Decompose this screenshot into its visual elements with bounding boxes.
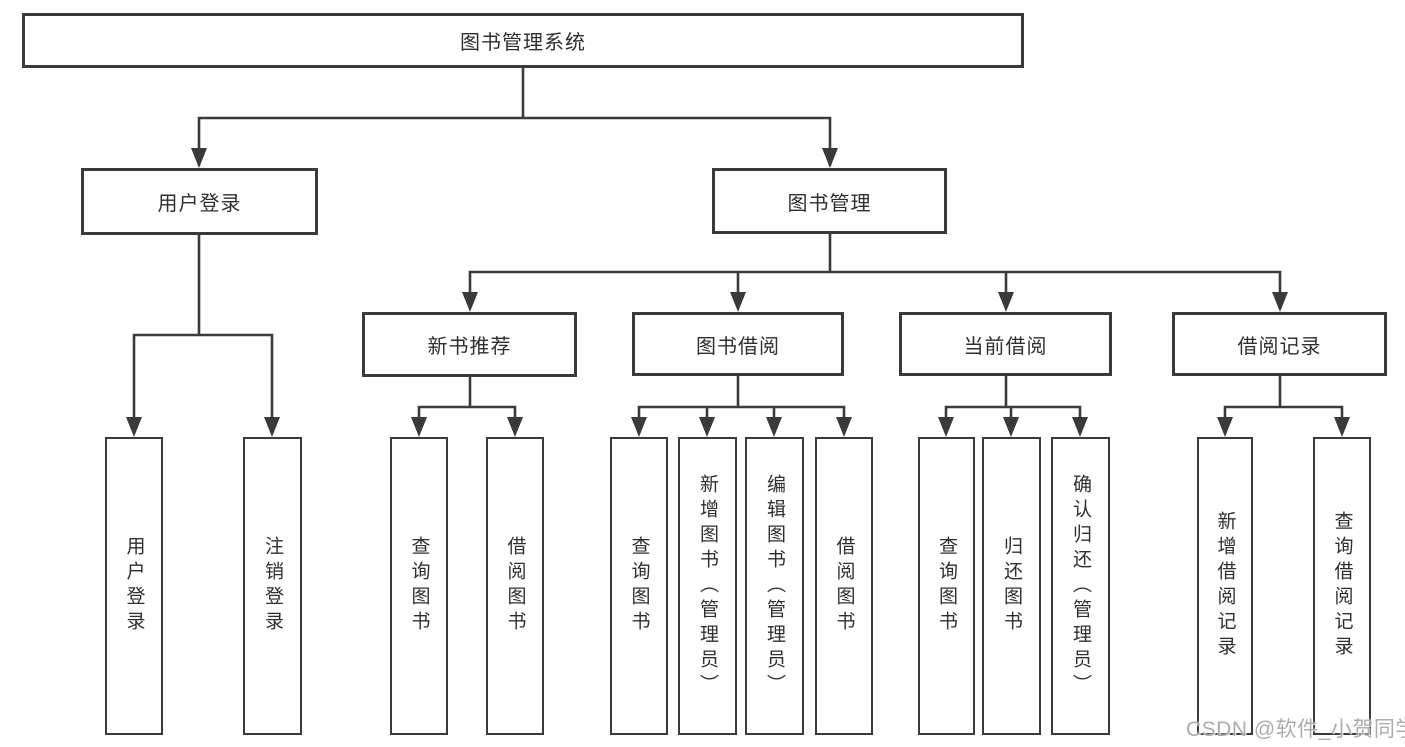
node-label: 用户登录 [157, 193, 242, 215]
leaf-label: 归还图书 [1001, 536, 1022, 636]
node-new-book-recommend: 新书推荐 [362, 312, 577, 377]
leaf-add-books-admin: 新增图书（管理员） [678, 437, 737, 735]
leaf-label: 注销登录 [262, 536, 283, 636]
csdn-watermark: CSDN @软件_小贺同学 [1186, 718, 1405, 741]
leaf-label: 新增借阅记录 [1214, 511, 1236, 661]
leaf-confirm-return-admin: 确认归还（管理员） [1051, 437, 1110, 735]
leaf-query-books: 查询图书 [610, 437, 668, 735]
node-label: 新书推荐 [427, 336, 512, 358]
node-current-borrowing: 当前借阅 [899, 312, 1112, 376]
leaf-borrow-books: 借阅图书 [486, 437, 544, 735]
leaf-query-books: 查询图书 [918, 437, 975, 735]
node-label: 图书管理 [787, 192, 872, 215]
leaf-return-books: 归还图书 [982, 437, 1041, 735]
leaf-label: 借阅图书 [833, 536, 855, 636]
node-label: 图书借阅 [696, 335, 780, 358]
leaf-user-login: 用户登录 [105, 437, 163, 735]
leaf-label: 查询借阅记录 [1331, 511, 1353, 661]
node-root-system: 图书管理系统 [22, 13, 1024, 68]
node-user-login: 用户登录 [81, 168, 318, 235]
node-root-label: 图书管理系统 [460, 32, 586, 54]
leaf-label: 查询图书 [408, 536, 430, 636]
node-label: 借阅记录 [1237, 335, 1322, 358]
node-book-management: 图书管理 [712, 168, 947, 234]
leaf-query-borrow-record: 查询借阅记录 [1313, 437, 1371, 735]
leaf-edit-books-admin: 编辑图书（管理员） [745, 437, 804, 735]
leaf-label: 查询图书 [936, 536, 957, 636]
leaf-label: 借阅图书 [504, 536, 526, 636]
leaf-label: 查询图书 [628, 536, 650, 636]
leaf-logout: 注销登录 [243, 437, 302, 735]
node-book-borrowing: 图书借阅 [632, 312, 844, 376]
leaf-query-books: 查询图书 [390, 437, 448, 735]
leaf-label: 确认归还（管理员） [1070, 473, 1091, 699]
node-label: 当前借阅 [963, 335, 1048, 358]
leaf-label: 新增图书（管理员） [697, 473, 718, 699]
node-borrowing-records: 借阅记录 [1172, 312, 1387, 376]
leaf-label: 编辑图书（管理员） [764, 473, 785, 699]
leaf-borrow-books: 借阅图书 [815, 437, 873, 735]
leaf-label: 用户登录 [123, 536, 145, 636]
leaf-add-borrow-record: 新增借阅记录 [1197, 437, 1253, 735]
